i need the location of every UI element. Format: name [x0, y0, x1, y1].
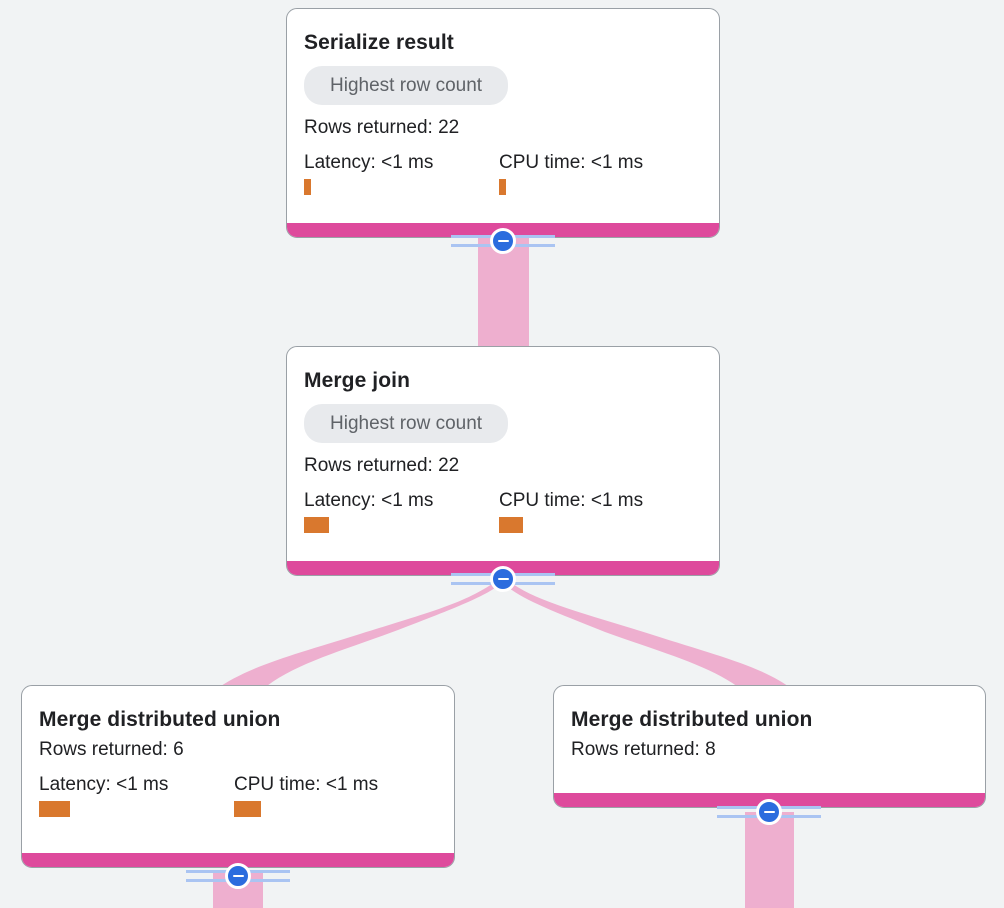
connector-serialize-result[interactable] [451, 227, 555, 255]
node-content: Serialize result Highest row count Rows … [287, 9, 719, 205]
cpu-time-bar [234, 801, 261, 817]
rows-returned-text: Rows returned: 8 [571, 739, 716, 760]
plan-node-merge-join[interactable]: Merge join Highest row count Rows return… [286, 346, 720, 576]
node-content: Merge distributed union Rows returned: 8 [554, 686, 985, 771]
plan-node-merge-distributed-union-right[interactable]: Merge distributed union Rows returned: 8 [553, 685, 986, 808]
cpu-time-bar [499, 517, 523, 533]
highest-row-count-badge: Highest row count [304, 66, 509, 105]
node-title: Merge distributed union [39, 708, 281, 731]
cpu-time-label: CPU time: <1 ms [499, 152, 644, 173]
connector-union-right[interactable] [717, 798, 821, 826]
edge-serialize-to-mergejoin [478, 236, 529, 348]
node-accent-footer [22, 853, 454, 867]
edge-union-right-to-child [745, 812, 794, 908]
cpu-time-metric: CPU time: <1 ms [234, 774, 378, 817]
node-metrics: Latency: <1 ms CPU time: <1 ms [304, 152, 702, 195]
cpu-time-metric: CPU time: <1 ms [499, 152, 643, 195]
latency-bar [39, 801, 70, 817]
plan-node-serialize-result[interactable]: Serialize result Highest row count Rows … [286, 8, 720, 238]
minus-circle-icon[interactable] [490, 566, 516, 592]
latency-metric: Latency: <1 ms [304, 490, 499, 533]
cpu-time-label: CPU time: <1 ms [499, 490, 644, 511]
cpu-time-metric: CPU time: <1 ms [499, 490, 643, 533]
latency-label: Latency: <1 ms [39, 774, 169, 795]
rows-returned-text: Rows returned: 22 [304, 117, 460, 138]
highest-row-count-badge: Highest row count [304, 404, 509, 443]
cpu-time-bar [499, 179, 506, 195]
latency-metric: Latency: <1 ms [304, 152, 499, 195]
cpu-time-label: CPU time: <1 ms [234, 774, 379, 795]
edge-mergejoin-to-union-left [215, 578, 503, 690]
latency-label: Latency: <1 ms [304, 152, 434, 173]
rows-returned-text: Rows returned: 6 [39, 739, 184, 760]
rows-returned-text: Rows returned: 22 [304, 455, 460, 476]
latency-bar [304, 179, 311, 195]
connector-merge-join[interactable] [451, 565, 555, 593]
node-content: Merge join Highest row count Rows return… [287, 347, 719, 543]
latency-label: Latency: <1 ms [304, 490, 434, 511]
minus-circle-icon[interactable] [756, 799, 782, 825]
node-metrics: Latency: <1 ms CPU time: <1 ms [39, 774, 437, 817]
connector-union-left[interactable] [186, 862, 290, 890]
plan-node-merge-distributed-union-left[interactable]: Merge distributed union Rows returned: 6… [21, 685, 455, 868]
node-title: Serialize result [304, 31, 454, 54]
edge-mergejoin-to-union-right [502, 578, 793, 690]
latency-metric: Latency: <1 ms [39, 774, 234, 817]
node-content: Merge distributed union Rows returned: 6… [22, 686, 454, 827]
node-title: Merge distributed union [571, 708, 813, 731]
node-metrics: Latency: <1 ms CPU time: <1 ms [304, 490, 702, 533]
node-title: Merge join [304, 369, 411, 392]
latency-bar [304, 517, 329, 533]
minus-circle-icon[interactable] [490, 228, 516, 254]
minus-circle-icon[interactable] [225, 863, 251, 889]
